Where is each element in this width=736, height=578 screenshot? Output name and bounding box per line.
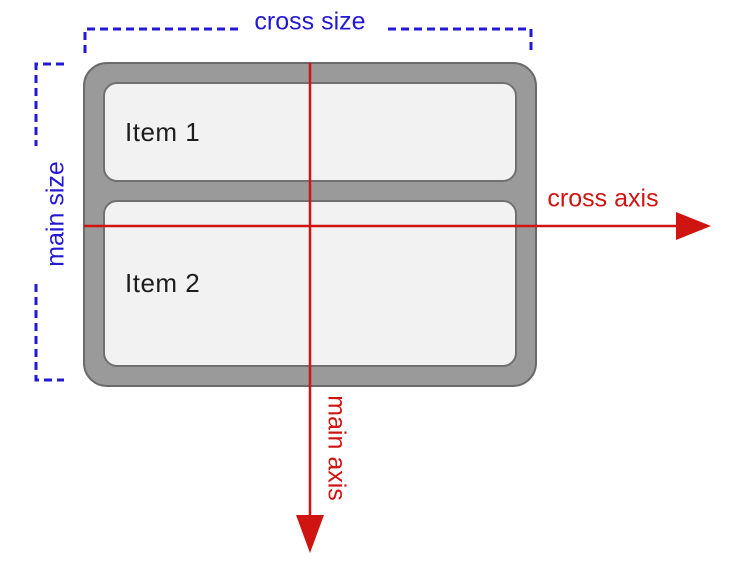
flex-item-2-label: Item 2	[125, 268, 201, 298]
cross-size-bracket-right-half	[388, 27, 533, 53]
main-size-bracket-top-half	[34, 62, 64, 146]
main-size-bracket	[34, 62, 64, 382]
cross-size-bracket-left-half	[83, 27, 240, 53]
cross-axis-arrowhead-icon	[676, 212, 711, 240]
main-size-label: main size	[41, 161, 70, 267]
cross-size-bracket	[83, 27, 533, 53]
flex-container: Item 1 Item 2	[83, 62, 537, 387]
main-axis-arrowhead-icon	[296, 515, 324, 553]
main-axis-label: main axis	[322, 395, 351, 501]
cross-size-label: cross size	[254, 7, 366, 36]
flex-item-1-label: Item 1	[125, 116, 201, 147]
flex-item-2: Item 2	[103, 200, 517, 367]
main-size-bracket-bottom-half	[34, 284, 64, 382]
flex-item-1: Item 1	[103, 82, 517, 182]
cross-axis-label: cross axis	[547, 184, 659, 213]
